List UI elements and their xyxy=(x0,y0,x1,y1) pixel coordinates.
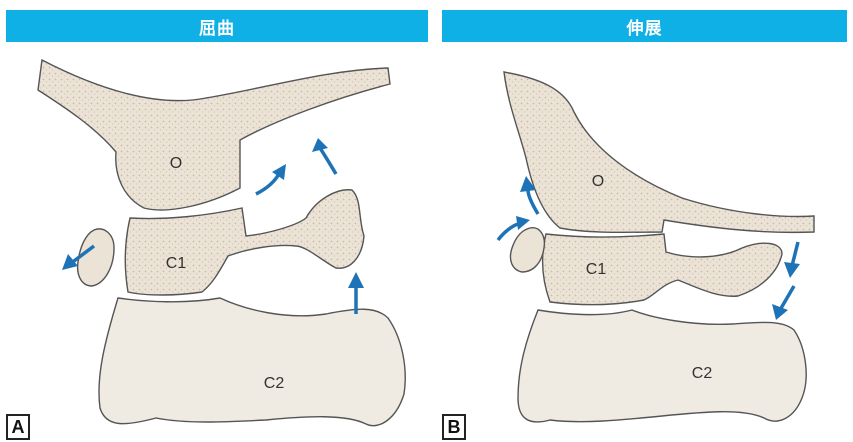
arrow-icon xyxy=(256,164,286,194)
extension-svg: O C1 C2 xyxy=(442,48,847,442)
panel-flexion: 屈曲 O C1 C2 xyxy=(6,0,428,442)
arrow-icon xyxy=(348,272,364,314)
arrow-icon xyxy=(784,242,800,278)
occiput-label: O xyxy=(592,173,604,190)
panel-title-flexion: 屈曲 xyxy=(6,10,428,42)
panel-letter-a: A xyxy=(6,414,30,440)
occiput-label: O xyxy=(170,155,182,172)
anterior-arch xyxy=(510,228,544,272)
panel-extension: 伸展 O C1 C2 xyxy=(442,0,847,442)
axis-label: C2 xyxy=(692,365,713,382)
occiput-bone xyxy=(504,72,814,232)
occiput-bone xyxy=(38,60,390,210)
axis-label: C2 xyxy=(264,375,285,392)
atlas-label: C1 xyxy=(586,261,607,278)
arrow-icon xyxy=(772,286,794,320)
extension-illustration: O C1 C2 xyxy=(442,48,847,442)
panel-title-extension: 伸展 xyxy=(442,10,847,42)
arrow-icon xyxy=(312,138,336,174)
atlas-label: C1 xyxy=(166,255,187,272)
axis-vertebra xyxy=(99,298,405,426)
flexion-svg: O C1 C2 xyxy=(6,48,428,442)
atlas-vertebra xyxy=(543,234,782,305)
anterior-arch xyxy=(78,229,114,286)
panel-letter-b: B xyxy=(442,414,466,440)
axis-vertebra xyxy=(518,310,806,422)
flexion-illustration: O C1 C2 xyxy=(6,48,428,442)
